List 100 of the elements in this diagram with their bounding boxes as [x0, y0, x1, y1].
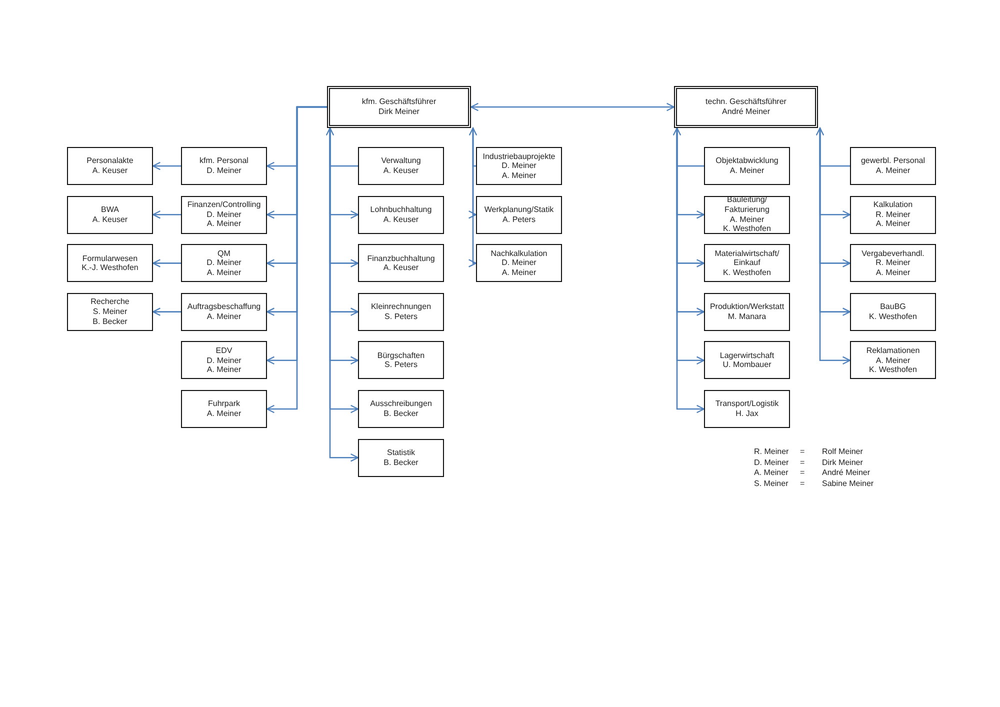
person-name: B. Becker [384, 409, 418, 419]
person-name: H. Jax [736, 409, 758, 419]
person-name: K. Westhofen [869, 312, 917, 322]
box-title: Ausschreibungen [370, 399, 432, 409]
person-name: K. Westhofen [723, 224, 771, 234]
abbreviation-note: = [800, 468, 806, 478]
box-title: Nachkalkulation [490, 248, 548, 258]
abbreviation-note: = [800, 458, 806, 468]
department-box [358, 390, 444, 428]
person-name: A. Keuser [383, 166, 419, 176]
person-name: A. Meiner [876, 219, 910, 229]
connector-arrow [468, 128, 477, 268]
person-name: R. Meiner [876, 258, 910, 268]
abbreviation-note: S. Meiner [754, 478, 790, 489]
box-title: Finanzen/Controlling [187, 200, 261, 210]
department-box [358, 196, 444, 234]
box-title: QM [218, 248, 230, 258]
box-title: Bürgschaften [377, 350, 425, 360]
person-name: S. Meiner [92, 307, 128, 317]
department-box [358, 438, 444, 477]
box-title: Kleinrechnungen [370, 302, 432, 312]
person-name: A. Meiner [502, 268, 536, 278]
box-title: Produktion/Werkstatt [710, 302, 784, 312]
abbreviation-note: Dirk Meiner [822, 458, 864, 468]
person-name: Dirk Meiner [378, 107, 420, 117]
person-name: A. Keuser [383, 214, 419, 224]
abbreviation-note: A. Meiner [754, 468, 790, 478]
connector-arrow [152, 210, 181, 219]
box-title: EDV [216, 346, 232, 356]
department-box [67, 244, 153, 282]
person-name: B. Becker [384, 458, 418, 468]
department-box [358, 147, 444, 185]
connector-arrow [470, 102, 675, 112]
department-box [476, 147, 562, 185]
department-box [476, 244, 562, 282]
person-name: A. Meiner [876, 166, 910, 176]
department-box [358, 244, 444, 282]
person-name: M. Manara [728, 312, 766, 322]
box-title: Verwaltung [381, 156, 421, 166]
person-name: A. Meiner [876, 356, 910, 366]
connector-arrow [672, 127, 704, 167]
box-title: techn. Geschäftsführer [706, 97, 786, 107]
abbreviation-note: Rolf Meiner [822, 447, 864, 458]
person-name: A. Keuser [92, 214, 128, 224]
person-name: K. Westhofen [723, 268, 771, 278]
connector-arrow [816, 127, 850, 167]
manager-box [327, 86, 471, 128]
box-title: Lohnbuchhaltung [370, 205, 432, 215]
abbreviation-note: R. Meiner [754, 447, 790, 458]
person-name: A. Meiner [206, 219, 242, 229]
person-name: André Meiner [722, 107, 770, 117]
department-box [358, 292, 444, 331]
person-name: D. Meiner [206, 210, 242, 220]
box-title: Bauleitung/ Fakturierung [724, 195, 770, 215]
person-name: D. Meiner [206, 356, 242, 366]
box-title: Formularwesen [82, 254, 138, 264]
person-name: S. Peters [384, 360, 418, 370]
person-name: A. Meiner [876, 268, 910, 278]
box-title: Transport/Logistik [715, 399, 779, 409]
person-name: B. Becker [92, 316, 128, 326]
person-name: R. Meiner [876, 210, 910, 220]
person-name: A. Meiner [206, 312, 242, 322]
person-name: A. Meiner [206, 409, 242, 419]
department-box [181, 244, 267, 282]
person-name: A. Meiner [730, 166, 764, 176]
department-box [704, 292, 790, 331]
box-title: Statistik [386, 448, 415, 458]
box-title: Fuhrpark [208, 399, 240, 409]
box-title: Objektabwicklung [716, 156, 778, 166]
abbreviation-note: = [800, 478, 806, 489]
person-name: A. Keuser [92, 166, 128, 176]
box-title: Kalkulation [873, 200, 913, 210]
department-box [67, 147, 153, 185]
department-box [181, 341, 267, 380]
person-name: K. Westhofen [869, 365, 917, 375]
person-name: U. Mombauer [722, 360, 772, 370]
box-title: Materialwirtschaft/ Einkauf [714, 248, 780, 268]
connector-arrow [152, 308, 181, 316]
person-name: K.-J. Westhofen [82, 263, 138, 273]
department-box [704, 244, 790, 282]
person-name: A. Peters [502, 214, 536, 224]
connector-arrow [266, 106, 327, 414]
connector-arrow [326, 127, 358, 167]
abbreviation-note: Sabine Meiner [822, 478, 874, 489]
box-title: BauBG [880, 302, 906, 312]
abbreviation-note: André Meiner [822, 468, 872, 478]
box-title: Recherche [90, 297, 130, 307]
department-box [704, 341, 790, 380]
box-title: Vergabeverhandl. [862, 248, 924, 258]
box-title: Personalakte [86, 156, 134, 166]
department-box [181, 390, 267, 428]
manager-box [674, 86, 818, 128]
department-box [67, 292, 153, 331]
connector-arrow [152, 259, 181, 268]
connector-arrow [152, 162, 181, 170]
abbreviation-note: D. Meiner [754, 458, 790, 468]
box-title: BWA [101, 205, 119, 215]
department-box [181, 292, 267, 331]
department-box [181, 196, 267, 234]
box-title: gewerbl. Personal [860, 156, 926, 166]
